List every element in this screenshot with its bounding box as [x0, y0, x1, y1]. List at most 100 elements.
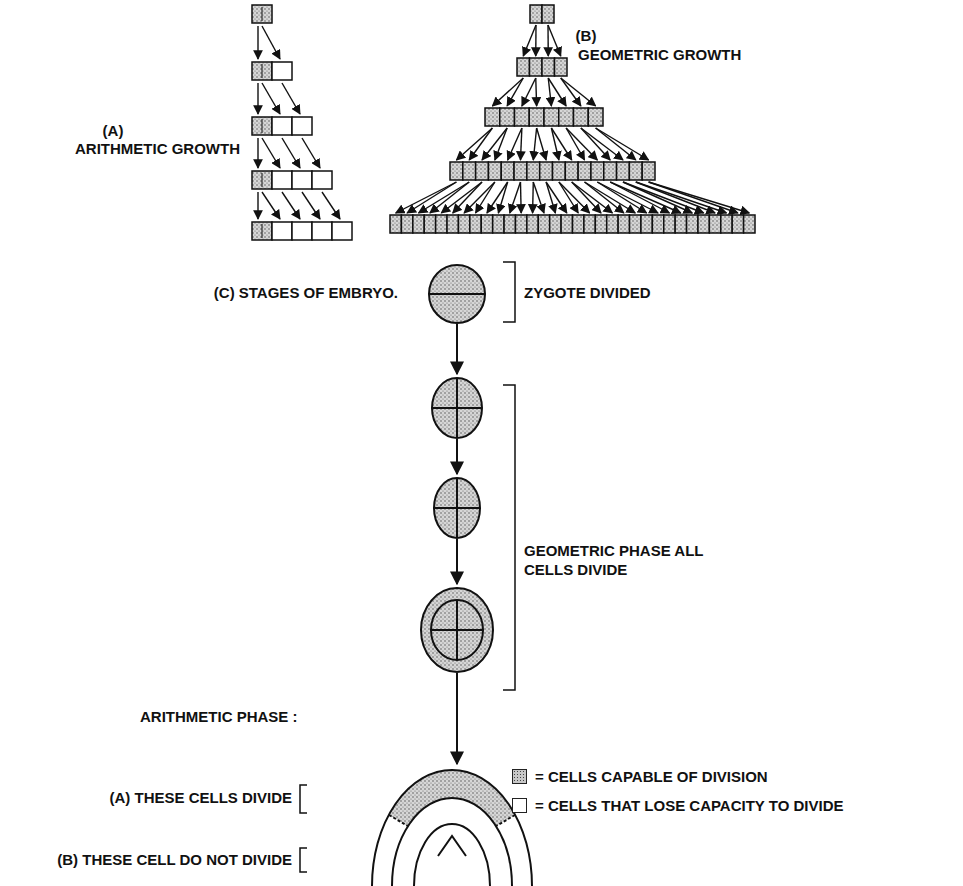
- legend-text: = CELLS CAPABLE OF DIVISION: [535, 768, 768, 785]
- growth-arrow: [482, 128, 507, 160]
- growth-label: (A): [103, 122, 124, 141]
- growth-arrow: [257, 26, 258, 59]
- non-dividing-cell: [272, 222, 292, 240]
- growth-arrow: [532, 182, 534, 213]
- growth-arrow: [508, 128, 522, 160]
- dividing-cell: [744, 215, 755, 233]
- phase-label: GEOMETRIC PHASE ALL CELLS DIVIDE: [524, 542, 709, 580]
- apex-core: [438, 836, 466, 856]
- dividing-cell: [500, 108, 515, 126]
- dividing-cell: [450, 162, 463, 180]
- growth-arrow: [498, 182, 507, 213]
- non-dividing-cell: [312, 171, 332, 189]
- dividing-cell: [573, 215, 584, 233]
- dividing-cell: [447, 215, 458, 233]
- dividing-cell: [529, 108, 544, 126]
- growth-arrow: [282, 83, 300, 114]
- dividing-cell: [493, 215, 504, 233]
- dividing-cell: [675, 215, 686, 233]
- dividing-cell: [630, 215, 641, 233]
- legend-row: = CELLS THAT LOSE CAPACITY TO DIVIDE: [512, 797, 844, 814]
- zone-label: (A) THESE CELLS DIVIDE: [109, 789, 292, 808]
- dividing-cell: [687, 215, 698, 233]
- dividing-cell: [527, 162, 540, 180]
- zone-divider: [496, 815, 515, 826]
- dividing-cell: [542, 58, 555, 76]
- dividing-cell: [550, 215, 561, 233]
- growth-arrow: [262, 83, 280, 114]
- apex-layer: [392, 798, 512, 886]
- dividing-cell: [515, 108, 530, 126]
- cell-wall: [262, 7, 263, 21]
- growth-arrow: [322, 192, 340, 219]
- dividing-cell: [591, 162, 604, 180]
- shoot-apex: [360, 770, 544, 886]
- division-line: [456, 478, 458, 538]
- dividing-cell: [413, 215, 424, 233]
- dividing-cell: [436, 215, 447, 233]
- dividing-cell: [501, 162, 514, 180]
- growth-arrow: [520, 182, 522, 213]
- bracket: [503, 262, 515, 322]
- phase-heading: ARITHMETIC PHASE :: [140, 708, 298, 727]
- stage-label: (C) STAGES OF EMBRYO.: [214, 284, 398, 303]
- dividing-cell: [458, 215, 469, 233]
- stage-arrow: [456, 673, 458, 764]
- dividing-cell: [588, 108, 603, 126]
- dividing-cell: [617, 162, 630, 180]
- growth-arrow: [566, 128, 597, 160]
- growth-arrow: [547, 25, 549, 56]
- embryo-stages: [421, 265, 493, 764]
- cell-wall: [262, 64, 263, 78]
- dividing-cell: [561, 215, 572, 233]
- dividing-cell: [641, 215, 652, 233]
- dividing-cell: [629, 162, 642, 180]
- growth-label: GEOMETRIC GROWTH: [578, 46, 741, 65]
- dividing-cell: [252, 222, 272, 240]
- dividing-cell: [574, 108, 589, 126]
- dividing-cell: [565, 162, 578, 180]
- growth-arrow: [469, 128, 492, 160]
- dividing-cell: [390, 215, 401, 233]
- growth-arrow: [507, 78, 523, 106]
- dividing-cell: [530, 58, 543, 76]
- growth-arrow: [495, 128, 507, 160]
- cell-wall: [262, 119, 263, 133]
- growth-arrow: [636, 182, 727, 213]
- growth-arrow: [546, 182, 555, 213]
- dividing-cell: [553, 162, 566, 180]
- growth-arrow: [535, 25, 537, 56]
- dividing-cell: [721, 215, 732, 233]
- growth-arrow: [257, 192, 258, 219]
- zone-label: (B) THESE CELL DO NOT DIVIDE: [57, 851, 292, 870]
- dividing-cell: [595, 215, 606, 233]
- zone-divider: [389, 815, 408, 826]
- cell-wall: [262, 224, 263, 238]
- dividing-cell: [584, 215, 595, 233]
- growth-arrow: [559, 182, 590, 213]
- dividing-cell: [664, 215, 675, 233]
- growth-arrow: [430, 182, 469, 213]
- dividing-cell: [544, 108, 559, 126]
- legend-text: = CELLS THAT LOSE CAPACITY TO DIVIDE: [535, 797, 844, 814]
- growth-arrow: [548, 25, 561, 56]
- cell-wall: [262, 173, 263, 187]
- embryo-oval: [434, 478, 480, 538]
- dividing-cell: [476, 162, 489, 180]
- growth-arrow: [302, 192, 320, 219]
- non-dividing-cell: [272, 117, 292, 135]
- embryo-inner-oval: [431, 600, 483, 660]
- stage-arrow: [456, 324, 458, 374]
- dividing-cell: [481, 215, 492, 233]
- growth-arrow: [441, 182, 482, 213]
- dividing-cell: [401, 215, 412, 233]
- dividing-cell: [642, 162, 655, 180]
- growth-arrow: [476, 182, 495, 213]
- growth-arrow: [456, 128, 492, 160]
- dividing-cell: [252, 5, 272, 23]
- embryo-oval: [421, 588, 493, 672]
- growth-arrow: [537, 128, 546, 160]
- growth-arrow: [257, 83, 258, 114]
- growth-arrow: [561, 78, 596, 106]
- non-dividing-cell: [332, 222, 352, 240]
